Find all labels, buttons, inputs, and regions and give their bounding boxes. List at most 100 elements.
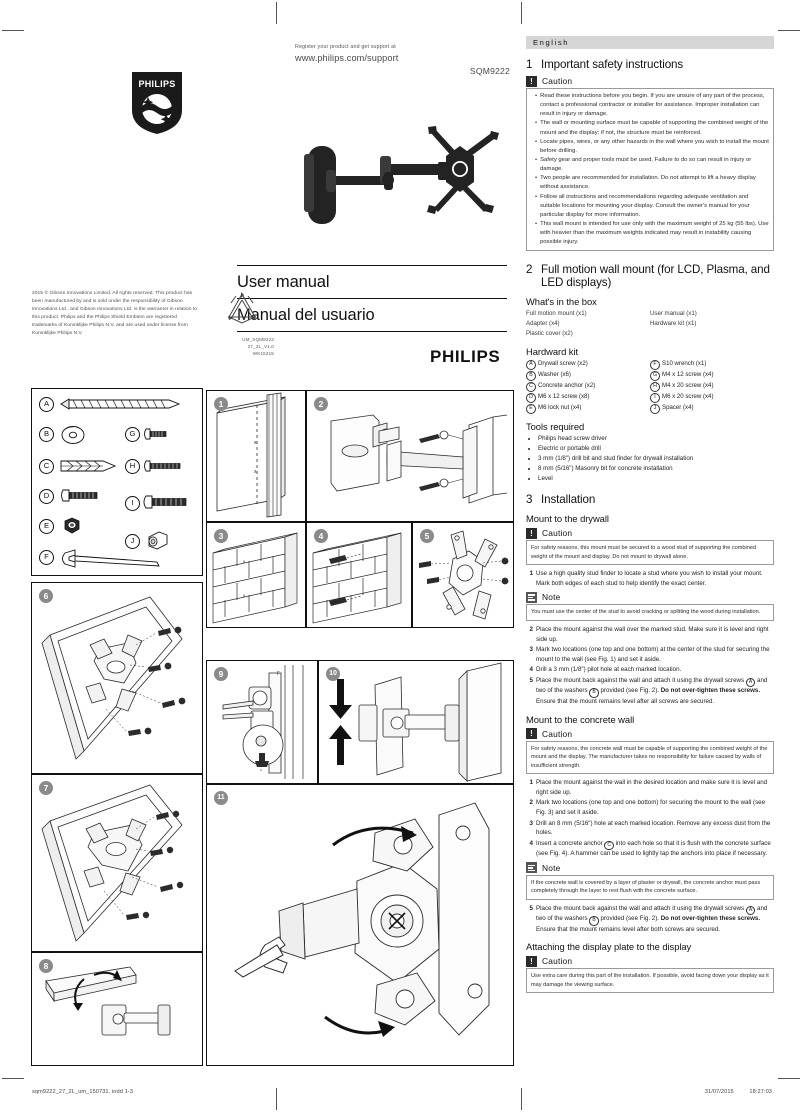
concrete-step-5: 5 Place the mount back against the wall … <box>526 904 774 935</box>
section-3-heading: 3 Installation <box>526 493 774 506</box>
caution-bullet: Safety gear and proper tools must be use… <box>531 156 769 174</box>
step4-part-a: Insert a concrete anchor <box>536 839 605 847</box>
note-body: If the concrete wall is covered by a lay… <box>526 874 774 900</box>
part-icon-washer <box>61 426 85 444</box>
kit-id: J <box>650 403 660 414</box>
part-label-H: H <box>125 459 140 474</box>
step-text: Insert a concrete anchor C into each hol… <box>536 839 774 859</box>
box-item: Adapter (x4) <box>526 320 560 328</box>
crop-mark <box>2 30 24 31</box>
step-number: 5 <box>529 904 533 912</box>
caution-header: ! Caution <box>526 527 774 539</box>
registration-block: Register your product and get support at… <box>295 44 510 63</box>
crop-mark <box>778 1078 800 1079</box>
caution-label: Caution <box>542 728 573 739</box>
product-photo-wall-mount <box>300 112 505 247</box>
figure-number: 6 <box>39 589 53 603</box>
title-manual-usuario: Manual del usuario <box>237 306 375 324</box>
kit-text: M6 x 12 screw (x8) <box>538 392 590 400</box>
tool-item: 3 mm (1/8") drill bit and stud finder fo… <box>538 454 774 464</box>
tool-item: Philips head screw driver <box>538 434 774 444</box>
figure-number: 1 <box>214 397 228 411</box>
figure-6: 6 <box>31 582 203 774</box>
crop-mark <box>778 30 800 31</box>
philips-wordmark: PHILIPS <box>430 347 501 366</box>
part-icon-s10-wrench <box>62 549 160 568</box>
step-item: 3 Drill an 8 mm (5/16") hole at each mar… <box>526 819 774 838</box>
part-icon-drywall-screw <box>60 398 181 410</box>
svg-text:x: x <box>243 559 246 564</box>
step-item: 4 Drill a 3 mm (1/8") pilot hole at each… <box>526 665 774 675</box>
figure-7: 7 <box>31 774 203 952</box>
caution-1: ! Caution Read these instructions before… <box>526 75 774 252</box>
caution-label: Caution <box>542 956 573 967</box>
figure-4: 4 <box>306 522 412 628</box>
step-text: Place the mount back against the wall an… <box>536 904 774 935</box>
step-number: 5 <box>529 676 533 684</box>
note-header: Note <box>526 862 774 874</box>
caution-header: ! Caution <box>526 75 774 87</box>
footer-filename: sqm9222_27_2L_um_150731. indd 1-3 <box>32 1089 133 1095</box>
kit-list-left: A Drywall screw (x2) B Washer (x6) C Con… <box>526 359 650 414</box>
inline-code-B: B <box>589 916 599 926</box>
part-label-B: B <box>39 427 54 442</box>
section-3-title: Installation <box>541 493 596 507</box>
step-item: 1 Use a high quality stud finder to loca… <box>526 569 774 588</box>
parts-legend-panel: A B C D <box>31 388 203 576</box>
concrete-heading: Mount to the concrete wall <box>526 713 635 725</box>
figure-9: 9 F <box>206 660 318 784</box>
caution-icon: ! <box>526 728 537 740</box>
step-item: 5 Place the mount back against the wall … <box>526 904 774 935</box>
tool-item: Electric or portable drill <box>538 444 774 454</box>
kit-text: M4 x 20 screw (x4) <box>662 381 714 389</box>
step-item: 2 Mark two locations (one top and one bo… <box>526 798 774 817</box>
step5-part-a: Place the mount back against the wall an… <box>536 904 746 912</box>
caution-bullet: Two people are recommended for installat… <box>531 174 769 192</box>
note-icon <box>526 862 537 874</box>
um-code: UM_SQM9222 27_2L_V1.0 WK15315 <box>242 337 274 357</box>
caution-body: For safety reasons, this mount must be s… <box>526 540 774 566</box>
part-label-J: J <box>125 534 140 549</box>
step5-bold: Do not over-tighten these screws. <box>660 687 761 695</box>
step-item: 4 Insert a concrete anchor C into each h… <box>526 839 774 859</box>
caution-icon: ! <box>526 527 537 539</box>
kit-list-right: F S10 wrench (x1) G M4 x 12 screw (x4) H… <box>650 359 774 414</box>
step-number: 1 <box>529 570 533 578</box>
step-item: 1 Place the mount against the wall in th… <box>526 778 774 797</box>
display-plate-heading: Attaching the display plate to the displ… <box>526 941 692 953</box>
page-footer: sqm9222_27_2L_um_150731. indd 1-3 31/07/… <box>32 1089 772 1095</box>
step4-part-b: into each hole so that it is flush with … <box>536 839 771 858</box>
hardware-kit-list: A Drywall screw (x2) B Washer (x6) C Con… <box>526 359 774 414</box>
note-label: Note <box>542 592 561 603</box>
caution-icon: ! <box>526 75 537 87</box>
drywall-step-1: 1 Use a high quality stud finder to loca… <box>526 569 774 588</box>
step5-part-b: and two of the washers <box>536 676 768 695</box>
kit-item: A Drywall screw (x2) <box>526 359 650 370</box>
step5-part-c: provided (see Fig. 2). <box>598 915 661 923</box>
kit-id: C <box>526 381 536 392</box>
kit-item: H M4 x 20 screw (x4) <box>650 381 774 392</box>
crop-mark <box>276 2 277 24</box>
footer-date: 31/07/2015 <box>704 1089 734 1095</box>
figure-number: 4 <box>314 529 328 543</box>
whats-in-box-heading: What's in the box <box>526 296 597 308</box>
figure-number: 8 <box>39 959 53 973</box>
tool-item: 8 mm (5/16") Masonry bit for concrete in… <box>538 464 774 474</box>
kit-item: F S10 wrench (x1) <box>650 359 774 370</box>
kit-text: M6 lock nut (x4) <box>538 403 582 411</box>
whats-in-box-list: Full motion mount (x1) Adapter (x4) Plas… <box>526 309 774 339</box>
part-icon-m6-lock-nut <box>64 517 80 534</box>
part-label-D: D <box>39 489 54 504</box>
step-text: Place the mount against the wall in the … <box>536 779 768 796</box>
right-column: English 1 Important safety instructions … <box>526 36 774 996</box>
drywall-steps: 2 Place the mount against the wall over … <box>526 625 774 707</box>
section-2-title: Full motion wall mount (for LCD, Plasma,… <box>541 263 770 290</box>
kit-id: G <box>650 370 660 381</box>
kit-item: J Spacer (x4) <box>650 403 774 414</box>
caution-body: Read these instructions before you begin… <box>526 88 774 252</box>
part-icon-m4-20-screw <box>144 460 181 472</box>
box-item: Hardware kit (x1) <box>650 320 697 328</box>
part-icon-concrete-anchor <box>60 460 117 472</box>
step-number: 1 <box>529 779 533 787</box>
concrete-steps: 1 Place the mount against the wall in th… <box>526 778 774 859</box>
